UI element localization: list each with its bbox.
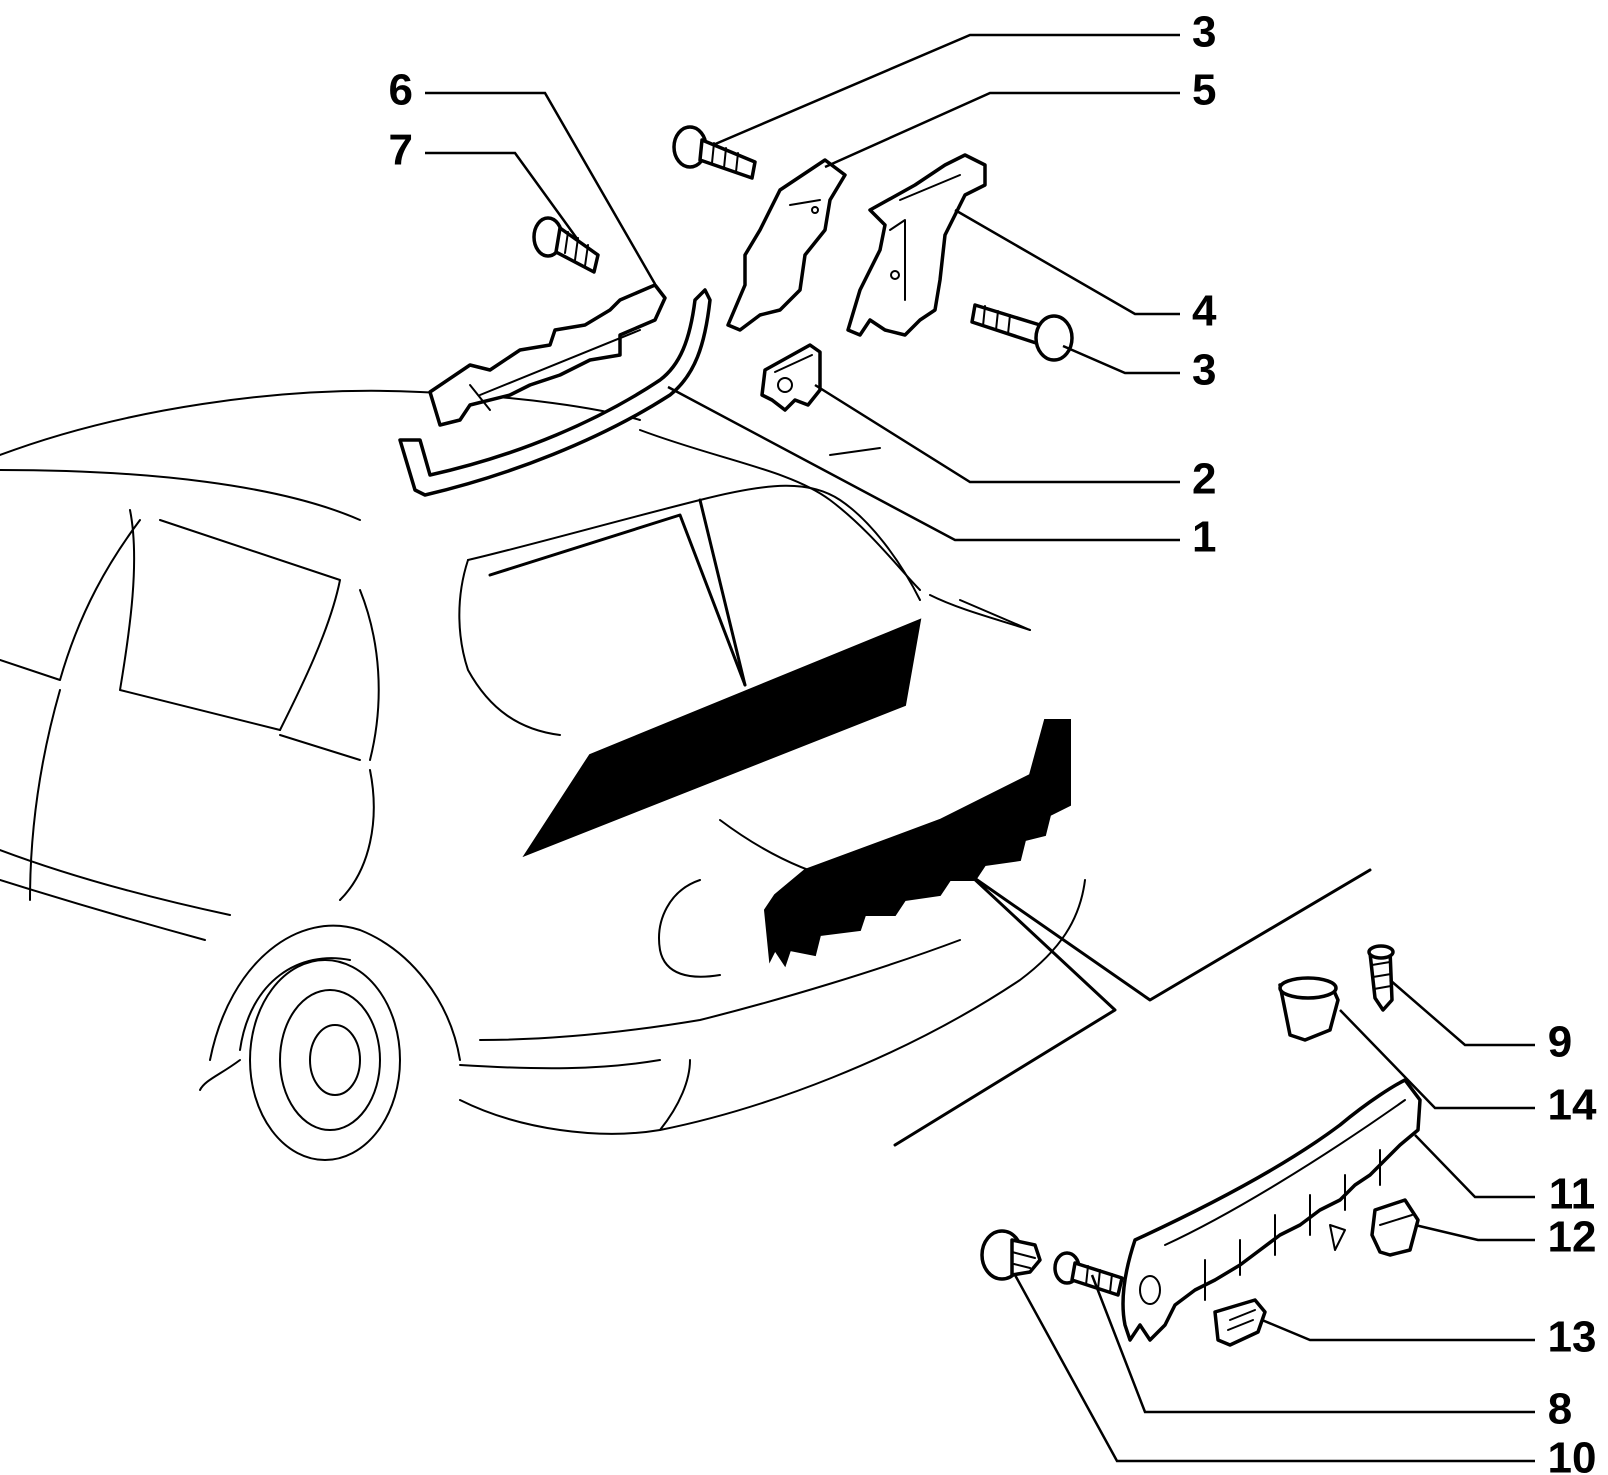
part-13-clip <box>1213 1298 1267 1347</box>
callout-11: 11 <box>1549 1170 1596 1219</box>
callout-2: 2 <box>1192 455 1216 504</box>
part-9-screw <box>1367 944 1395 1012</box>
callout-7: 7 <box>389 126 413 175</box>
part-8-screw <box>1053 1251 1124 1297</box>
callout-3-right: 3 <box>1192 346 1216 395</box>
part-14-cap <box>1278 976 1340 1042</box>
part-5-bracket <box>726 158 847 332</box>
part-10-grommet <box>980 1229 1042 1281</box>
callout-10: 10 <box>1548 1434 1597 1475</box>
leader-14 <box>1339 1009 1535 1110</box>
part-3-screw-right <box>970 303 1074 362</box>
callout-6: 6 <box>389 66 413 115</box>
part-3-screw-top <box>672 125 757 180</box>
leader-5 <box>824 91 1180 169</box>
leader-3-top <box>712 33 1180 147</box>
callout-3-top: 3 <box>1192 8 1216 57</box>
leader-1 <box>667 385 1180 542</box>
part-11-bumper-bracket <box>1121 1078 1422 1342</box>
part-1-seal-strip <box>398 288 712 497</box>
leader-4 <box>954 208 1180 316</box>
callout-13: 13 <box>1548 1313 1597 1362</box>
part-4-bracket <box>846 153 987 337</box>
leader-7 <box>425 151 580 241</box>
part-2-clip <box>760 343 822 412</box>
leader-10 <box>1013 1274 1535 1463</box>
leader-11 <box>1414 1134 1535 1199</box>
bumper-absorber-solid <box>763 719 1071 968</box>
callout-8: 8 <box>1548 1385 1572 1434</box>
glass-panel-solid <box>522 618 922 858</box>
leader-6 <box>425 91 657 285</box>
leader-12 <box>1414 1223 1535 1242</box>
callout-1: 1 <box>1192 513 1216 562</box>
leader-lines <box>425 33 1535 1463</box>
callout-5: 5 <box>1192 66 1216 115</box>
part-7-screw <box>532 216 600 274</box>
leader-2 <box>814 383 1180 484</box>
callout-14: 14 <box>1548 1081 1597 1130</box>
leader-3-right <box>1062 344 1180 375</box>
callout-12: 12 <box>1548 1213 1597 1262</box>
part-6-bracket <box>428 283 667 427</box>
explode-lines <box>488 498 1372 1147</box>
leader-9 <box>1389 979 1535 1047</box>
callout-labels: 3 5 6 7 4 3 2 1 9 14 11 12 13 8 10 <box>389 8 1597 1475</box>
leader-8 <box>1090 1274 1535 1414</box>
leader-13 <box>1261 1318 1535 1342</box>
car-body-outline <box>0 389 1086 1161</box>
part-12-clip <box>1370 1198 1420 1257</box>
callout-9: 9 <box>1548 1018 1572 1067</box>
callout-4: 4 <box>1192 287 1217 336</box>
